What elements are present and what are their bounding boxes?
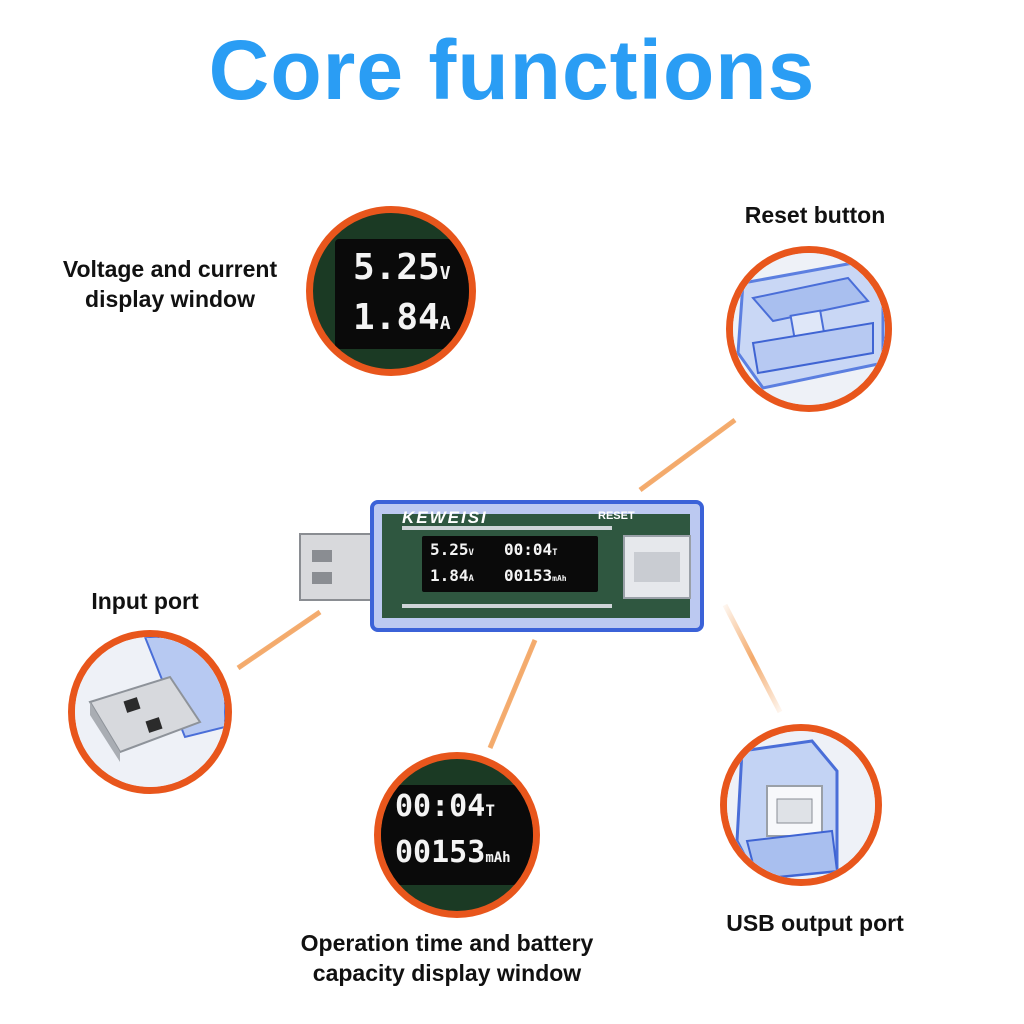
zoom-current-unit: A: [439, 313, 451, 334]
label-time-capacity-line1: Operation time and battery: [300, 930, 594, 956]
connector-line-reset: [638, 417, 737, 493]
zoom-lcd-time-capacity: 00:04T 00153mAh: [381, 785, 533, 885]
label-voltage-current-line1: Voltage and current: [62, 256, 278, 282]
lcd-capacity-unit: mAh: [552, 574, 567, 583]
zoom-circle-input-port: [68, 630, 232, 794]
label-input-port: Input port: [91, 588, 199, 614]
label-time-capacity-line2: capacity display window: [312, 960, 582, 986]
reset-button-art: [733, 253, 885, 405]
zoom-time-value: 00:04: [395, 789, 486, 824]
lcd-current-unit: A: [468, 574, 474, 584]
label-voltage-current-line2: display window: [85, 286, 255, 312]
zoom-circle-voltage-current: 5.25V 1.84A: [306, 206, 476, 376]
connector-line-output: [722, 603, 783, 714]
zoom-circle-reset-button: [726, 246, 892, 412]
device-reset-mark: RESET: [598, 510, 635, 522]
usb-plug-shell: [299, 533, 381, 601]
page-title: Core functions: [208, 23, 816, 117]
lcd-time-value: 00:04: [504, 540, 553, 559]
zoom-current-value: 1.84: [353, 297, 440, 338]
device-brand: KEWEISI: [402, 508, 488, 527]
lcd-time-unit: T: [552, 548, 558, 558]
connector-line-input: [236, 609, 322, 671]
zoom-circle-usb-output-port: [720, 724, 882, 886]
input-port-art: [75, 637, 225, 787]
lcd-voltage-value: 5.25: [430, 540, 469, 559]
zoom-time-unit: T: [485, 801, 495, 820]
label-voltage-current: Voltage and current display window: [40, 254, 300, 314]
label-time-capacity: Operation time and battery capacity disp…: [262, 928, 632, 988]
lcd-current-value: 1.84: [430, 566, 469, 585]
connector-line-time: [487, 639, 538, 749]
zoom-voltage-value: 5.25: [353, 247, 440, 288]
zoom-voltage-unit: V: [439, 263, 451, 284]
usb-output-port-art: [727, 731, 875, 879]
label-usb-output-port: USB output port: [726, 910, 904, 936]
zoom-capacity-unit: mAh: [485, 850, 511, 866]
lcd-capacity-value: 00153: [504, 566, 553, 585]
zoom-lcd-voltage-current: 5.25V 1.84A: [335, 239, 469, 349]
label-reset-button: Reset button: [744, 202, 886, 228]
lcd-voltage-unit: V: [468, 548, 474, 558]
usb-tester-device: KEWEISI RESET 5.25V 00:04T 1.84A 00153mA…: [298, 500, 704, 632]
device-lcd: 5.25V 00:04T 1.84A 00153mAh: [422, 536, 598, 592]
zoom-circle-time-capacity: 00:04T 00153mAh: [374, 752, 540, 918]
zoom-capacity-value: 00153: [395, 835, 486, 870]
